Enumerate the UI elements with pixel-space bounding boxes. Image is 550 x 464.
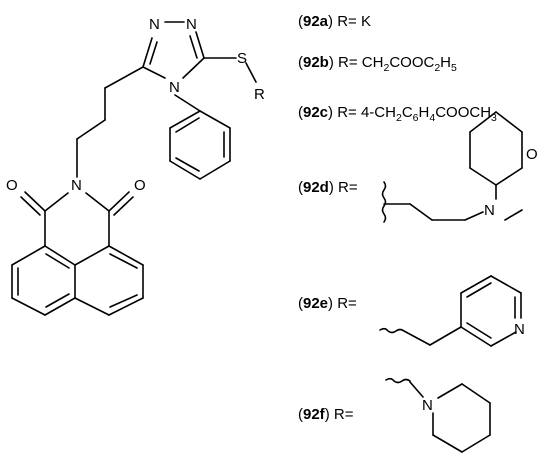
- phenyl-ring: [169, 94, 231, 180]
- atom-o-right: O: [134, 177, 146, 194]
- variant-text-92c: R= 4-CH: [337, 104, 396, 121]
- variant-92c: (92c) R= 4-CH2C6H4COOCH3: [298, 104, 497, 124]
- variant-92d: (92d) R= N O: [298, 111, 538, 223]
- variant-92b: (92b) R= CH2COOC2H5: [298, 54, 457, 74]
- naphthalene-right-ring: [74, 245, 144, 316]
- variant-code-92c: 92c: [303, 104, 328, 121]
- atom-o-left: O: [6, 177, 18, 194]
- variant-code-92d: 92d: [303, 179, 329, 196]
- variant-code-92f: 92f: [303, 406, 326, 423]
- formula-part: COOC: [389, 54, 434, 71]
- subscript: 5: [451, 62, 457, 74]
- wavy-bond: [381, 181, 387, 223]
- variant-text-92d: R=: [338, 179, 358, 196]
- atom-n-triazole-bottom: N: [169, 79, 180, 96]
- naphthalene-left-ring: [11, 245, 76, 316]
- subscript: 2: [434, 62, 440, 74]
- atom-n-imide: N: [71, 177, 82, 194]
- formula-part: H: [440, 54, 451, 71]
- subscript: 2: [383, 62, 389, 74]
- atom-n-triazole-top-right: N: [186, 16, 197, 33]
- atom-n-triazole-top-left: N: [149, 16, 160, 33]
- imide-ring: [20, 191, 134, 247]
- variant-text-92f: R=: [334, 406, 354, 423]
- propyl-linker: [76, 66, 144, 178]
- variant-text-92e: R=: [337, 295, 357, 312]
- atom-sulfur: S: [237, 50, 247, 67]
- subscript: 3: [491, 112, 497, 124]
- svg-text:(92c) R= 4-CH2C6H4COOCH3: (92c) R= 4-CH2C6H4COOCH3: [298, 104, 497, 124]
- formula-part: C: [402, 104, 413, 121]
- main-structure: O O N N N N S R: [6, 16, 265, 316]
- svg-text:(92f) R=: (92f) R=: [298, 406, 354, 423]
- variant-text-92a: R= K: [337, 13, 371, 30]
- subscript: 2: [396, 112, 402, 124]
- variant-code-92e: 92e: [303, 295, 328, 312]
- wavy-bond: [379, 327, 405, 334]
- triazole-ring: [142, 21, 205, 79]
- atom-n-morpholine: N: [484, 202, 495, 219]
- formula-part: H: [419, 104, 430, 121]
- atom-o-morpholine: O: [526, 146, 538, 163]
- variant-92e: (92e) R= N: [298, 275, 525, 347]
- variant-code-92b: 92b: [303, 54, 329, 71]
- atom-n-pyridine: N: [514, 321, 525, 338]
- subscript: 4: [429, 112, 435, 124]
- variant-92f: (92f) R= N: [298, 377, 491, 453]
- svg-text:(92b) R= CH2COOC2H5: (92b) R= CH2COOC2H5: [298, 54, 457, 74]
- svg-text:(92e) R=: (92e) R=: [298, 295, 357, 312]
- variant-code-92a: 92a: [303, 13, 329, 30]
- formula-part: COOCH: [435, 104, 491, 121]
- subscript: 6: [413, 112, 419, 124]
- atom-r-group: R: [254, 86, 265, 103]
- variant-92a: (92a) R= K: [298, 13, 371, 30]
- variant-text-92b: R= CH: [338, 54, 383, 71]
- wavy-bond: [385, 377, 411, 384]
- atom-n-piperidine: N: [422, 397, 433, 414]
- svg-text:(92a) R= K: (92a) R= K: [298, 13, 371, 30]
- svg-text:(92d) R=: (92d) R=: [298, 179, 358, 196]
